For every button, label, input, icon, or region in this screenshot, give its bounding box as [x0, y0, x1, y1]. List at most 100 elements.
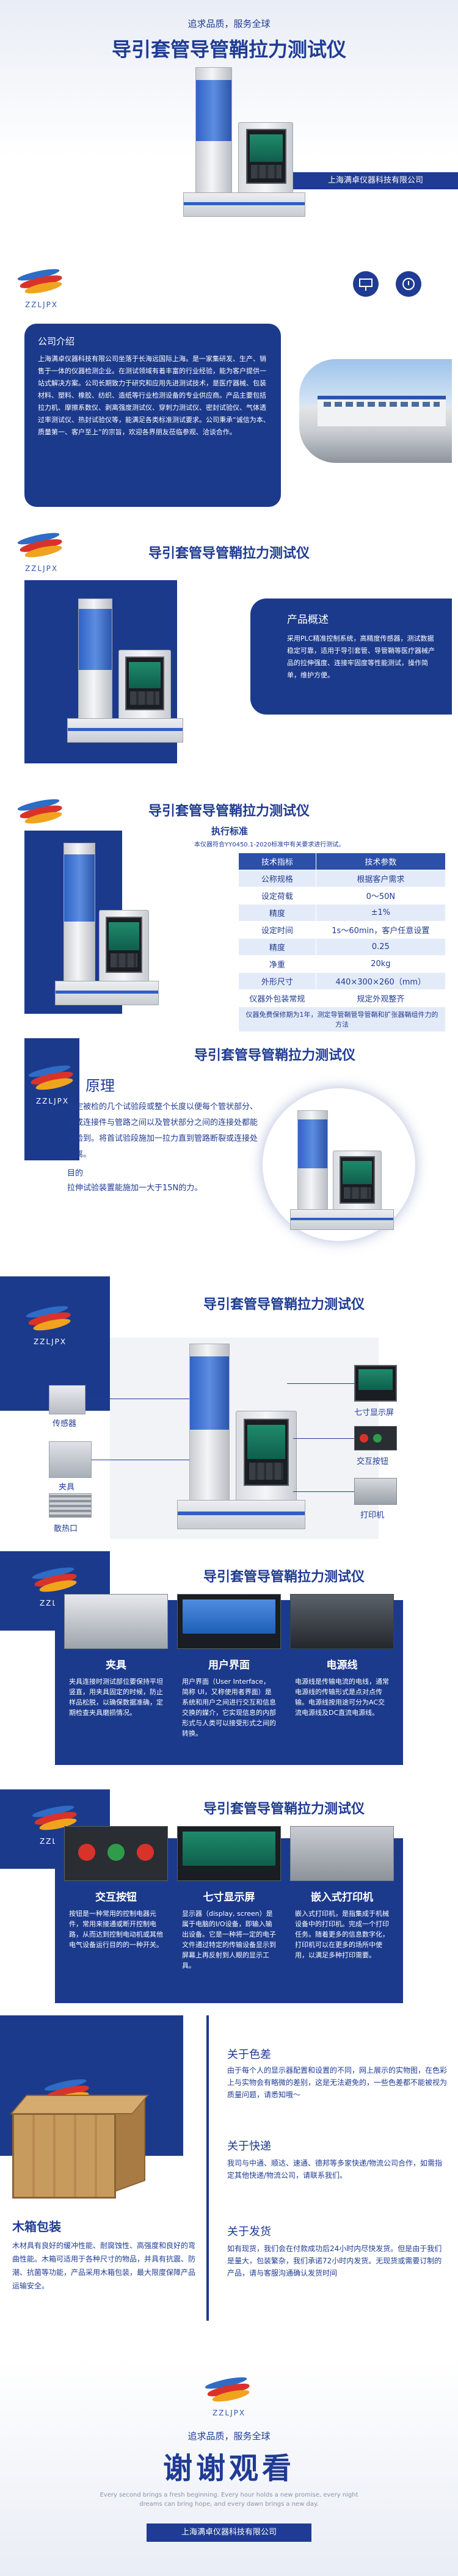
principle-section: ZZLJPX 导引套管导管鞘拉力测试仪 原理 选定被检的几个试验段或整个长度以便…	[0, 1038, 458, 1270]
clamp-photo	[64, 1594, 168, 1649]
feature-caption: 嵌入式打印机	[311, 1891, 373, 1904]
label-sensor: 传感器	[53, 1419, 77, 1428]
spec-key: 公称规格	[238, 870, 316, 887]
intro-section: ZZLJPX 公司介绍 上海满卓仪器科技有限公司坐落于长海远国际上海。是一家集研…	[0, 250, 458, 519]
button-thumb	[354, 1426, 397, 1450]
buttons-photo	[64, 1826, 168, 1881]
feature-card-ui: 用户界面 用户界面（User Interface，简称 UI，又称使用者界面）是…	[177, 1594, 281, 1759]
parts-title: 导引套管导管鞘拉力测试仪	[203, 1297, 365, 1312]
spec-key: 精度	[238, 904, 316, 922]
feature-card-clamp: 夹具 夹具连接时测试部位要保持平坦竖直，用夹具固定的时候，防止样品松脱，以确保数…	[64, 1594, 168, 1759]
overview-logo: ZZLJPX	[13, 530, 70, 573]
principle-title: 导引套管导管鞘拉力测试仪	[194, 1048, 355, 1063]
features1-title: 导引套管导管鞘拉力测试仪	[203, 1570, 365, 1585]
principle-body: 选定被检的几个试验段或整个长度以便每个管状部分、接或连接件与管路之间以及管状部分…	[67, 1102, 258, 1159]
express-heading: 关于快递	[227, 2140, 271, 2153]
features1-section: ZZLJPX 导引套管导管鞘拉力测试仪 夹具 夹具连接时测试部位要保持平坦竖直，…	[0, 1551, 458, 1777]
principle-goal-text: 拉伸试验装置能施加一大于15N的力。	[67, 1184, 203, 1193]
spec-col-param: 技术参数	[315, 853, 446, 870]
alarm-clock-icon	[396, 271, 421, 297]
intro-body: 上海满卓仪器科技有限公司坐落于长海远国际上海。是一家集研发、生产、销售于一体的仪…	[38, 355, 270, 436]
parts-machine-image	[177, 1344, 305, 1533]
ship-heading: 关于发货	[227, 2225, 271, 2238]
overview-body: 采用PLC精准控制系统，高精度传感器，测试数据稳定可靠，适用于导引套管、导管鞘等…	[287, 635, 435, 679]
overview-heading: 产品概述	[287, 614, 329, 626]
spec-col-indicator: 技术指标	[238, 853, 316, 870]
feature-caption: 用户界面	[208, 1659, 250, 1672]
hero-title: 导引套管导管鞘拉力测试仪	[111, 38, 346, 61]
overview-machine-image	[67, 599, 183, 745]
spec-value: 440×300×260（mm）	[315, 972, 446, 990]
hero-section: 追求品质，服务全球 导引套管导管鞘拉力测试仪 上海满卓仪器科技有限公司	[0, 0, 458, 225]
presentation-icon	[353, 271, 379, 297]
spec-key: 设定荷载	[238, 887, 316, 904]
standards-title: 导引套管导管鞘拉力测试仪	[148, 804, 310, 819]
spec-key: 设定时间	[238, 921, 316, 939]
feature-card-printer: 嵌入式打印机 嵌入式打印机，是指集成于机械设备中的打印机。完成一个打印任务。随着…	[290, 1826, 394, 1997]
power-photo	[290, 1594, 394, 1649]
intro-logo: ZZLJPX	[13, 266, 70, 309]
hero-company: 上海满卓仪器科技有限公司	[327, 176, 423, 185]
standards-heading: 执行标准	[211, 826, 249, 837]
footer-english: Every second brings a fresh beginning. E…	[100, 2492, 358, 2508]
overview-title: 导引套管导管鞘拉力测试仪	[148, 546, 310, 561]
service-divider	[206, 2015, 209, 2321]
display-thumb	[354, 1365, 397, 1402]
ship-text: 如有现货，我们会在付款成功后24小时内尽快发货。但是由于我们是量大，包装繁杂，我…	[227, 2244, 442, 2277]
table-row: 仪器外包装常规规定外观整齐	[238, 989, 446, 1007]
factory-photo	[299, 359, 452, 463]
footer-logo: ZZLJPX	[201, 2374, 257, 2417]
vent-thumb	[49, 1493, 92, 1518]
overview-card: 产品概述 采用PLC精准控制系统，高精度传感器，测试数据稳定可靠，适用于导引套管…	[250, 599, 452, 715]
color-text: 由于每个人的显示器配置和设置的不同，网上展示的实物图，在色彩上与实物会有略微的差…	[227, 2066, 448, 2099]
footer-thanks: 谢谢观看	[162, 2451, 295, 2486]
express-text: 我司与中通、顺达、速通、德邦等多家快递/物流公司合作，如需指定其他快递/物流公司…	[227, 2159, 443, 2180]
service-section: ZZLJPX 木箱包装 木材具有良好的缓冲性能、耐腐蚀性、高强度和良好的弯曲性能…	[0, 2015, 458, 2357]
footer-company: 上海满卓仪器科技有限公司	[181, 2528, 277, 2537]
spec-value: 规定外观整齐	[315, 989, 446, 1007]
printer-photo	[290, 1826, 394, 1881]
feature-caption: 夹具	[106, 1659, 126, 1672]
feature-body: 电源线是传输电流的电线，通常电源线的传输形式是点对点传输。电源线按用途可分为AC…	[295, 1678, 389, 1717]
color-heading: 关于色差	[227, 2048, 271, 2061]
standards-section: ZZLJPX 导引套管导管鞘拉力测试仪 执行标准 本仪器符合YY0450.1-2…	[0, 788, 458, 1038]
ui-photo	[177, 1594, 281, 1649]
feature-body: 用户界面（User Interface，简称 UI，又称使用者界面）是系统和用户…	[182, 1678, 276, 1737]
table-row: 公称规格根据客户需求	[238, 870, 446, 887]
feature-body: 显示器（display, screen）是属于电脑的I/O设备，即输入输出设备。…	[182, 1910, 276, 1970]
parts-logo: ZZLJPX	[22, 1303, 78, 1346]
standards-line: 本仪器符合YY0450.1-2020标准中有关要求进行测试。	[194, 842, 345, 848]
spec-value: 根据客户需求	[315, 870, 446, 887]
label-display: 七寸显示屏	[354, 1408, 394, 1417]
standards-machine-image	[55, 843, 159, 1008]
feature-card-display: 七寸显示屏 显示器（display, screen）是属于电脑的I/O设备，即输…	[177, 1826, 281, 1997]
features2-title: 导引套管导管鞘拉力测试仪	[203, 1802, 365, 1817]
clamp-thumb	[49, 1441, 92, 1478]
hero-slogan: 追求品质，服务全球	[187, 18, 271, 29]
intro-card: 公司介绍 上海满卓仪器科技有限公司坐落于长海远国际上海。是一家集研发、生产、销售…	[24, 324, 281, 507]
principle-logo: ZZLJPX	[24, 1063, 81, 1105]
label-vent: 散热口	[54, 1524, 78, 1534]
principle-left-panel	[24, 1038, 79, 1160]
feature-card-buttons: 交互按钮 按钮是一种常用的控制电器元件，常用来接通或断开控制电路，从而达到控制电…	[64, 1826, 168, 1997]
footer-section: ZZLJPX 追求品质，服务全球 谢谢观看 Every second bring…	[0, 2357, 458, 2576]
footer-company-bar: 上海满卓仪器科技有限公司	[147, 2523, 311, 2542]
features2-section: ZZLJPX 导引套管导管鞘拉力测试仪 交互按钮 按钮是一种常用的控制电器元件，…	[0, 1789, 458, 2015]
hero-machine-image	[183, 67, 305, 220]
printer-thumb	[354, 1478, 397, 1505]
intro-heading: 公司介绍	[38, 336, 75, 347]
principle-goal: 目的	[67, 1169, 84, 1178]
label-clamp: 夹具	[59, 1483, 75, 1492]
feature-caption: 交互按钮	[95, 1891, 137, 1904]
spec-value: 0～50N	[315, 887, 446, 904]
feature-caption: 七寸显示屏	[203, 1891, 255, 1904]
table-row: 仪器免费保修期为1年，测定导管鞘管导管鞘和扩张器鞘组件力的方法	[238, 1006, 446, 1032]
table-row: 精度±1%	[238, 904, 446, 922]
packing-heading: 木箱包装	[12, 2219, 61, 2234]
parts-section: ZZLJPX 导引套管导管鞘拉力测试仪 传感器 七寸显示屏 夹具 交互按钮 散热…	[0, 1276, 458, 1545]
